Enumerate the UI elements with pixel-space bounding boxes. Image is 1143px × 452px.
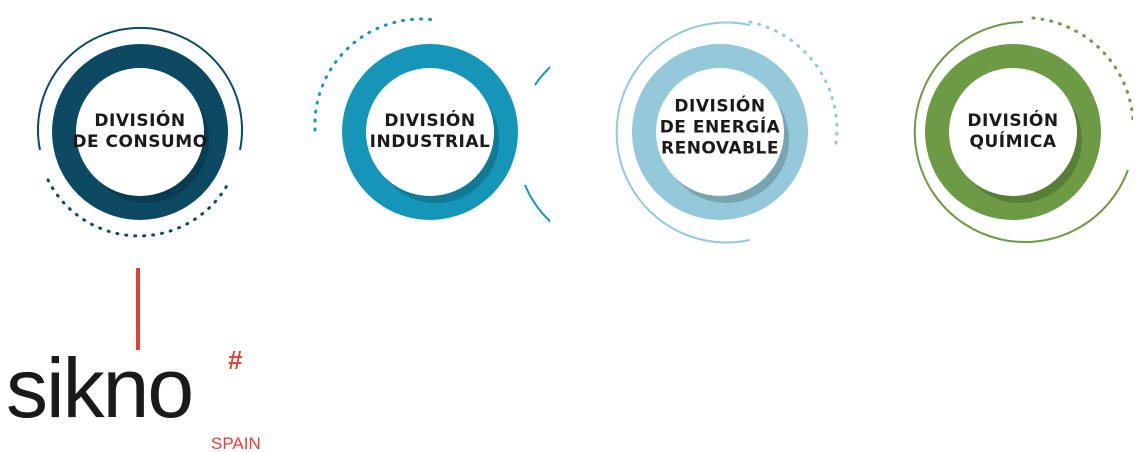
- division-energia-renovable: DIVISIÓN DE ENERGÍA RENOVABLE: [600, 0, 840, 250]
- consumo-connector-line: [136, 268, 140, 350]
- sikno-logo: sikno # SPAIN: [6, 345, 261, 452]
- division-consumo: DIVISIÓN DE CONSUMO: [18, 0, 258, 250]
- division-industrial: DIVISIÓN INDUSTRIAL: [310, 0, 550, 250]
- division-energia-label: DIVISIÓN DE ENERGÍA RENOVABLE: [645, 97, 795, 160]
- division-industrial-ring-graphic: [313, 17, 550, 223]
- division-energia-ring-graphic: [615, 20, 839, 244]
- division-quimica: DIVISIÓN QUÍMICA: [893, 0, 1133, 250]
- division-quimica-line-1: DIVISIÓN: [967, 111, 1059, 131]
- division-quimica-line-2: QUÍMICA: [969, 132, 1057, 152]
- division-industrial-label: DIVISIÓN INDUSTRIAL: [355, 111, 505, 153]
- division-consumo-line-2: DE CONSUMO: [72, 132, 208, 152]
- division-energia-line-2: DE ENERGÍA: [659, 117, 781, 138]
- division-quimica-label: DIVISIÓN QUÍMICA: [938, 111, 1088, 153]
- sikno-logo-word: sikno: [6, 345, 192, 435]
- division-energia-line-3: RENOVABLE: [661, 138, 779, 159]
- division-industrial-line-2: INDUSTRIAL: [369, 132, 491, 152]
- sikno-logo-sub: SPAIN: [211, 434, 261, 452]
- division-industrial-line-1: DIVISIÓN: [384, 111, 476, 131]
- division-quimica-ring-graphic: [913, 16, 1133, 243]
- division-energia-line-1: DIVISIÓN: [674, 96, 766, 117]
- division-consumo-line-1: DIVISIÓN: [94, 111, 186, 131]
- division-consumo-label: DIVISIÓN DE CONSUMO: [65, 111, 215, 153]
- sikno-logo-mark: #: [228, 345, 243, 375]
- division-consumo-ring-graphic: [37, 26, 243, 238]
